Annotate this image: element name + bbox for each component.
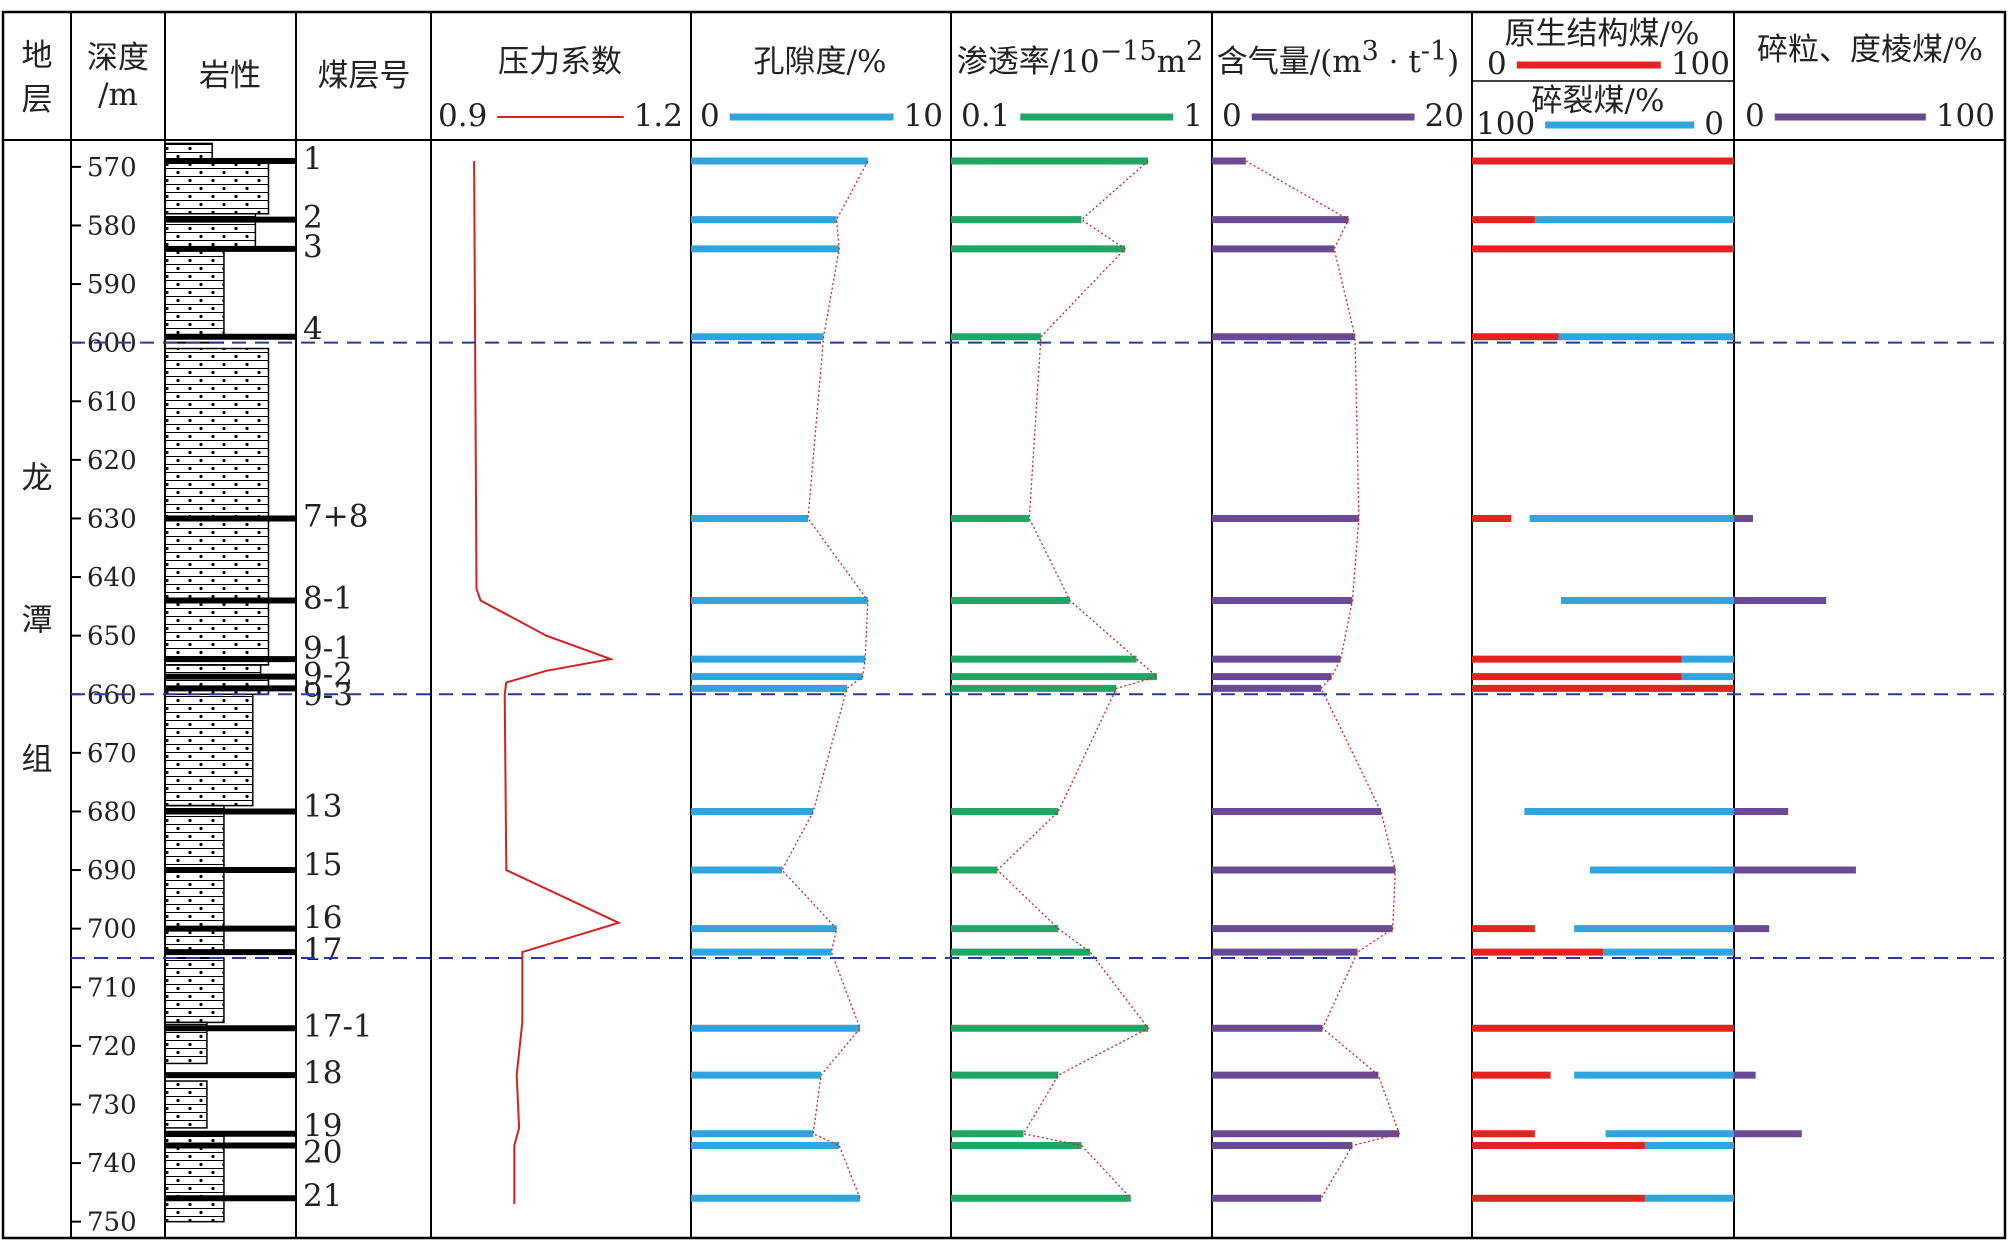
permeability-trend-line xyxy=(996,160,1159,1199)
depth-tick-label: 680 xyxy=(87,797,137,827)
seam-label: 13 xyxy=(303,789,342,825)
seam-label: 2 xyxy=(303,200,323,236)
seam-label: 4 xyxy=(303,311,323,347)
depth-tick-label: 650 xyxy=(87,622,137,652)
seam-label: 17-1 xyxy=(303,1008,373,1044)
seam-bars xyxy=(691,157,1856,1202)
lithology-band xyxy=(164,957,225,1024)
pressure-track xyxy=(473,160,622,1205)
pressure-max-label: 1.2 xyxy=(634,98,683,134)
header-depth: 深度 xyxy=(87,40,149,76)
header-porosity: 孔隙度/% xyxy=(754,44,887,80)
gas-trend-line xyxy=(1245,160,1401,1199)
porosity-max-label: 10 xyxy=(904,98,943,134)
header-stratum-char1: 地 xyxy=(22,38,53,74)
depth-tick-label: 580 xyxy=(87,211,137,241)
lithology-band xyxy=(164,347,270,520)
seam-label: 17 xyxy=(303,932,342,968)
stratum-label: 龙潭组 xyxy=(22,460,53,777)
header-granular-coal: 碎粒、度棱煤/% xyxy=(1757,32,1983,68)
lithology-column xyxy=(164,142,296,1223)
primary-min-label: 0 xyxy=(1487,46,1507,82)
stratum-char: 组 xyxy=(22,742,53,778)
cataclastic-max-label: 0 xyxy=(1704,106,1724,142)
seam-label: 9-2 xyxy=(303,657,353,693)
header-primary-coal: 原生结构煤/% xyxy=(1505,16,1700,52)
pressure-curve xyxy=(473,160,622,1205)
depth-tick-label: 640 xyxy=(87,563,137,593)
lithology-band xyxy=(164,693,254,807)
seam-label: 9-1 xyxy=(303,630,353,666)
seam-label: 3 xyxy=(303,229,323,265)
lithology-band xyxy=(164,160,270,215)
seam-label: 19 xyxy=(303,1108,342,1144)
pressure-min-label: 0.9 xyxy=(438,98,487,134)
depth-tick-label: 730 xyxy=(87,1090,137,1120)
seam-label: 1 xyxy=(303,141,323,177)
formation-boundaries xyxy=(71,341,2005,959)
header-depth-unit: /m xyxy=(98,77,138,113)
trend-lines xyxy=(781,160,1401,1199)
gas-max-label: 20 xyxy=(1425,98,1464,134)
header-gas-content: 含气量/(m3 · t-1) xyxy=(1217,36,1460,80)
depth-tick-label: 630 xyxy=(87,504,137,534)
depth-tick-label: 570 xyxy=(87,153,137,183)
permeability-min-label: 0.1 xyxy=(961,98,1010,134)
granular-max-label: 100 xyxy=(1936,98,1995,134)
depth-tick-label: 670 xyxy=(87,739,137,769)
seam-label: 21 xyxy=(303,1178,342,1214)
seam-label: 7+8 xyxy=(303,498,368,534)
header-cataclastic-coal: 碎裂煤/% xyxy=(1532,83,1665,119)
header-seam: 煤层号 xyxy=(318,58,411,94)
lithology-band xyxy=(164,517,270,602)
chart-frame xyxy=(1,10,2007,1240)
depth-tick-label: 710 xyxy=(87,973,137,1003)
lithology-band xyxy=(164,599,270,666)
seam-label: 20 xyxy=(303,1134,342,1170)
seam-label: 15 xyxy=(303,847,342,883)
porosity-min-label: 0 xyxy=(700,98,720,134)
granular-min-label: 0 xyxy=(1745,98,1765,134)
header-permeability: 渗透率/10−15m2 xyxy=(957,36,1203,80)
depth-tick-label: 700 xyxy=(87,915,137,945)
depth-tick-label: 590 xyxy=(87,270,137,300)
depth-tick-label: 750 xyxy=(87,1208,137,1238)
lithology-band xyxy=(164,1080,208,1129)
depth-axis: 5705805906006106206306406506606706806907… xyxy=(71,153,137,1238)
depth-tick-label: 740 xyxy=(87,1149,137,1179)
gas-min-label: 0 xyxy=(1222,98,1242,134)
seam-label: 8-1 xyxy=(303,581,353,617)
header-pressure: 压力系数 xyxy=(498,44,622,80)
primary-max-label: 100 xyxy=(1671,46,1730,82)
header-lithology: 岩性 xyxy=(199,58,261,94)
cataclastic-min-label: 100 xyxy=(1476,106,1535,142)
column-dividers xyxy=(70,12,1735,1238)
lithology-band xyxy=(164,248,225,338)
depth-tick-label: 620 xyxy=(87,446,137,476)
seam-label: 18 xyxy=(303,1055,342,1091)
permeability-max-label: 1 xyxy=(1183,98,1203,134)
depth-tick-label: 720 xyxy=(87,1032,137,1062)
stratum-char: 龙 xyxy=(22,460,53,496)
seam-label: 16 xyxy=(303,900,342,936)
header-row: 地 层 深度 /m 岩性 煤层号 压力系数 孔隙度/% 渗透率/10−15m2 … xyxy=(22,16,1983,119)
stratum-char: 潭 xyxy=(22,603,53,639)
depth-tick-label: 690 xyxy=(87,856,137,886)
depth-tick-label: 610 xyxy=(87,387,137,417)
header-stratum-char2: 层 xyxy=(22,82,53,118)
